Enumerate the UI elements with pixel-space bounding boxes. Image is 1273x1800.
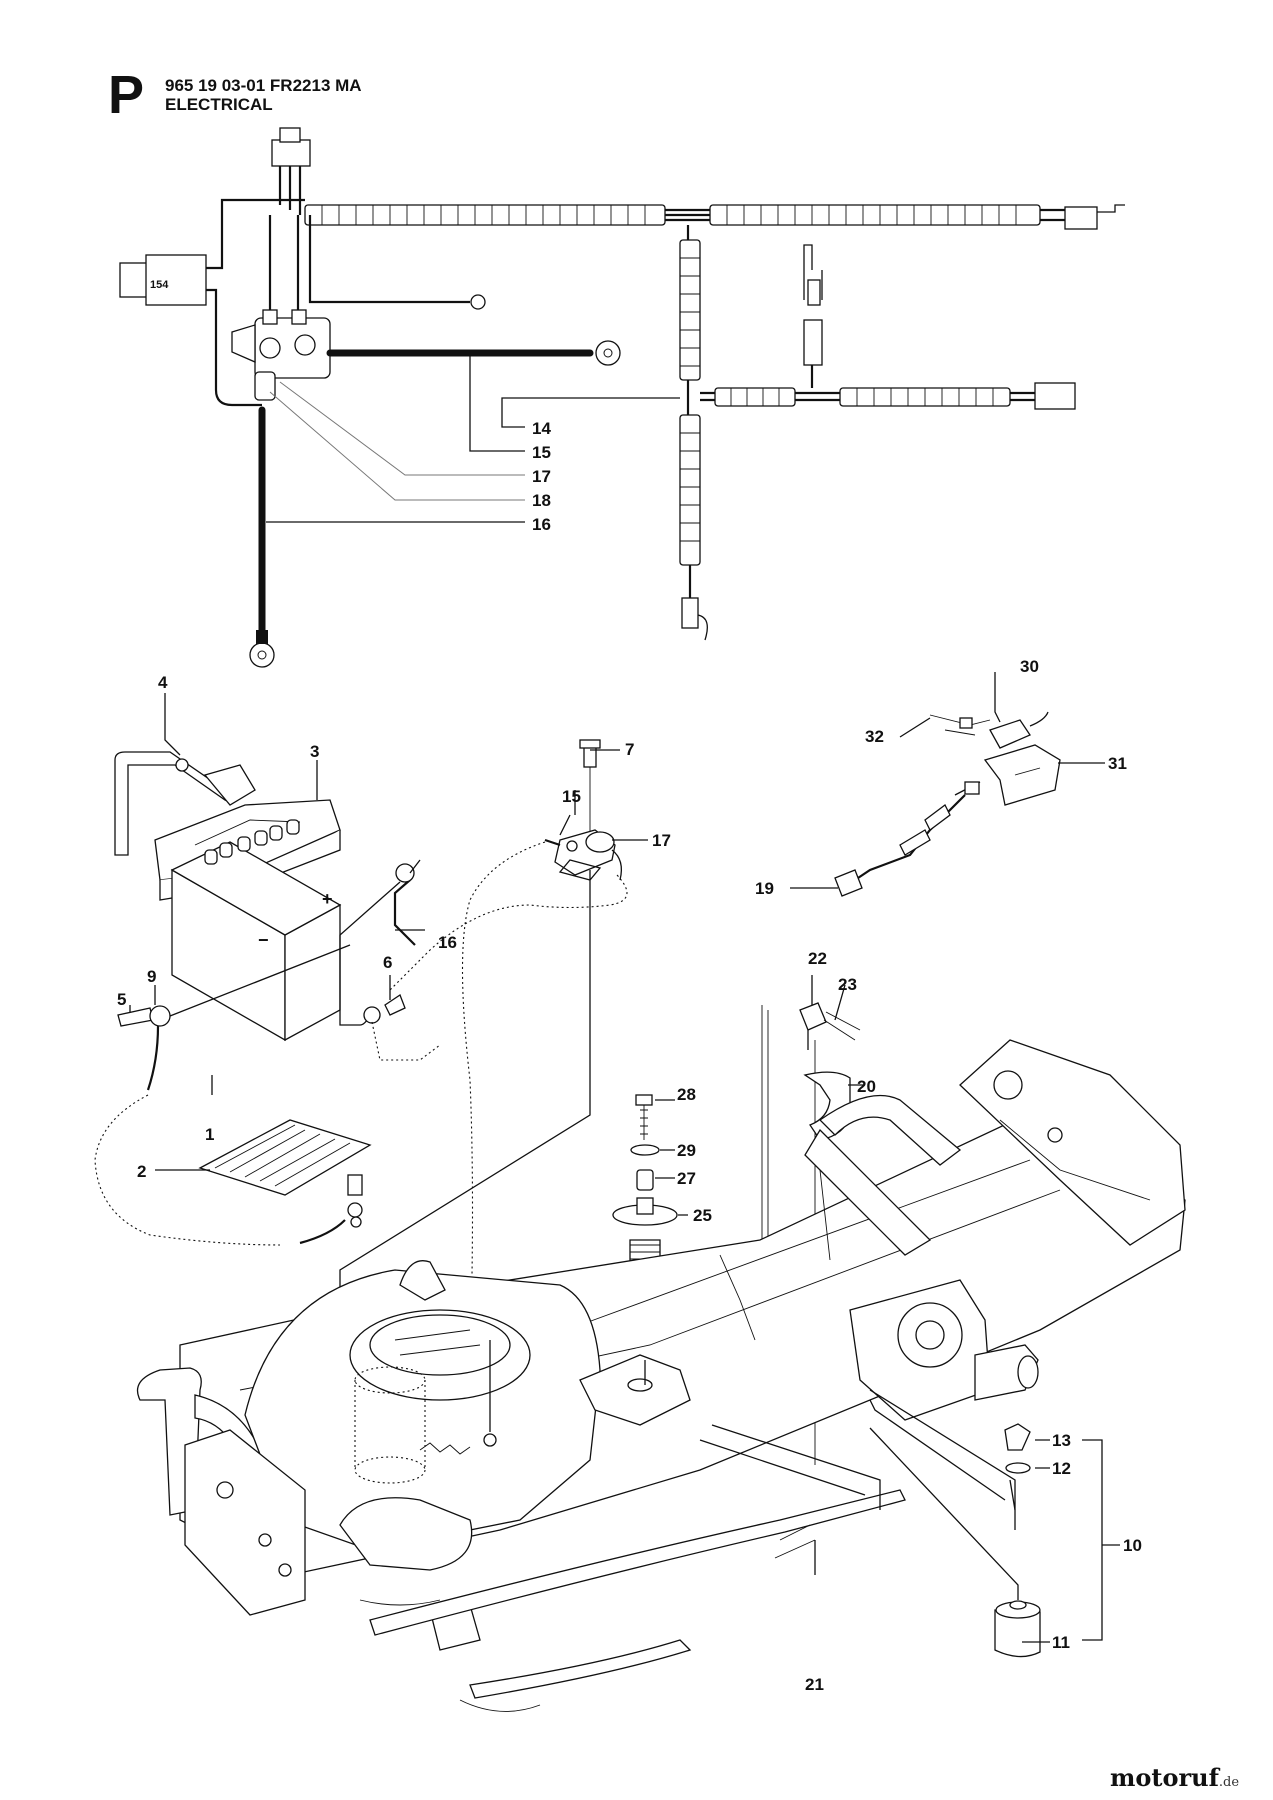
callout-27: 27 xyxy=(677,1169,696,1188)
harness-branch-horizontal xyxy=(700,244,1076,410)
callout-4: 4 xyxy=(158,673,168,692)
washer-9 xyxy=(149,1005,171,1027)
horizontal-branch-plug xyxy=(1034,382,1076,410)
watermark-tld: .de xyxy=(1218,1775,1240,1790)
switch-30 xyxy=(989,719,1031,749)
callout-31: 31 xyxy=(1108,754,1127,773)
battery-tray xyxy=(198,1119,372,1196)
callout-22: 22 xyxy=(808,949,827,968)
callout-21: 21 xyxy=(805,1675,824,1694)
nut-6 xyxy=(384,994,406,1016)
switch-harness-assembly xyxy=(790,672,1105,897)
callout-13: 13 xyxy=(1052,1431,1071,1450)
switch-22 xyxy=(799,1002,827,1031)
tractor-chassis xyxy=(136,1039,1186,1712)
switch-callouts: 30 32 31 19 xyxy=(755,657,1127,898)
callout-16: 16 xyxy=(532,515,551,534)
callout-19: 19 xyxy=(755,879,774,898)
callout-2: 2 xyxy=(137,1162,146,1181)
callout-20: 20 xyxy=(857,1077,876,1096)
callout-25: 25 xyxy=(693,1206,712,1225)
callout-11: 11 xyxy=(1052,1633,1070,1652)
nut-12 xyxy=(1005,1462,1031,1474)
callout-7: 7 xyxy=(625,740,634,759)
callout-12: 12 xyxy=(1052,1459,1071,1478)
part-code: 965 19 03-01 FR2213 MA xyxy=(165,76,362,95)
callout-5: 5 xyxy=(117,990,126,1009)
solenoid-callouts: 7 15 17 xyxy=(562,740,671,850)
callout-17-solenoid: 17 xyxy=(652,831,671,850)
callout-6: 6 xyxy=(383,953,392,972)
callout-18: 18 xyxy=(532,491,551,510)
callout-3: 3 xyxy=(310,742,319,761)
callout-9: 9 xyxy=(147,967,156,986)
motoruf-watermark: motoruf.de xyxy=(1110,1766,1239,1790)
callout-16-battery: 16 xyxy=(438,933,457,952)
chassis-callouts: 13 12 10 11 21 xyxy=(805,1431,1142,1694)
main-harness-sleeve xyxy=(304,204,1125,230)
callout-15: 15 xyxy=(532,443,551,462)
wiring-harness: 154 xyxy=(119,127,1125,668)
watermark-brand: motoruf xyxy=(1110,1763,1219,1792)
callout-28: 28 xyxy=(677,1085,696,1104)
svg-text:+: + xyxy=(322,889,333,909)
battery-area: + − xyxy=(94,693,441,1246)
relay-connector xyxy=(119,262,149,298)
harness-callouts: 14 15 17 18 16 xyxy=(532,419,551,534)
callout-17: 17 xyxy=(532,467,551,486)
callout-29: 29 xyxy=(677,1141,696,1160)
harness-top-plug xyxy=(271,139,311,167)
callout-15-solenoid: 15 xyxy=(562,787,581,806)
diagram-title: ELECTRICAL xyxy=(165,95,273,114)
callout-1: 1 xyxy=(205,1125,214,1144)
harness-branch-vertical xyxy=(679,225,708,641)
connector-19 xyxy=(834,869,863,897)
starter-solenoid xyxy=(231,215,331,401)
ground-lead xyxy=(308,215,470,304)
svg-text:−: − xyxy=(258,930,269,950)
battery-hold-down xyxy=(114,751,226,856)
branch-end-connector xyxy=(681,597,699,629)
battery-callouts: 4 3 16 6 5 9 1 2 xyxy=(117,673,457,1181)
battery-cable-16 xyxy=(393,879,416,946)
callout-32: 32 xyxy=(865,727,884,746)
battery: + − xyxy=(170,819,342,1042)
callout-30: 30 xyxy=(1020,657,1039,676)
switch-11 xyxy=(994,1609,1041,1658)
section-letter: P xyxy=(108,65,145,125)
callout-10: 10 xyxy=(1123,1536,1142,1555)
callout-23: 23 xyxy=(838,975,857,994)
harness-end-plug xyxy=(1064,206,1098,230)
part-8 xyxy=(483,1433,497,1447)
svg-text:154: 154 xyxy=(150,279,169,291)
switch-bracket-31 xyxy=(983,744,1061,806)
bolt-5 xyxy=(117,1007,154,1027)
key-switch-13 xyxy=(1004,1423,1031,1451)
callout-14: 14 xyxy=(532,419,551,438)
